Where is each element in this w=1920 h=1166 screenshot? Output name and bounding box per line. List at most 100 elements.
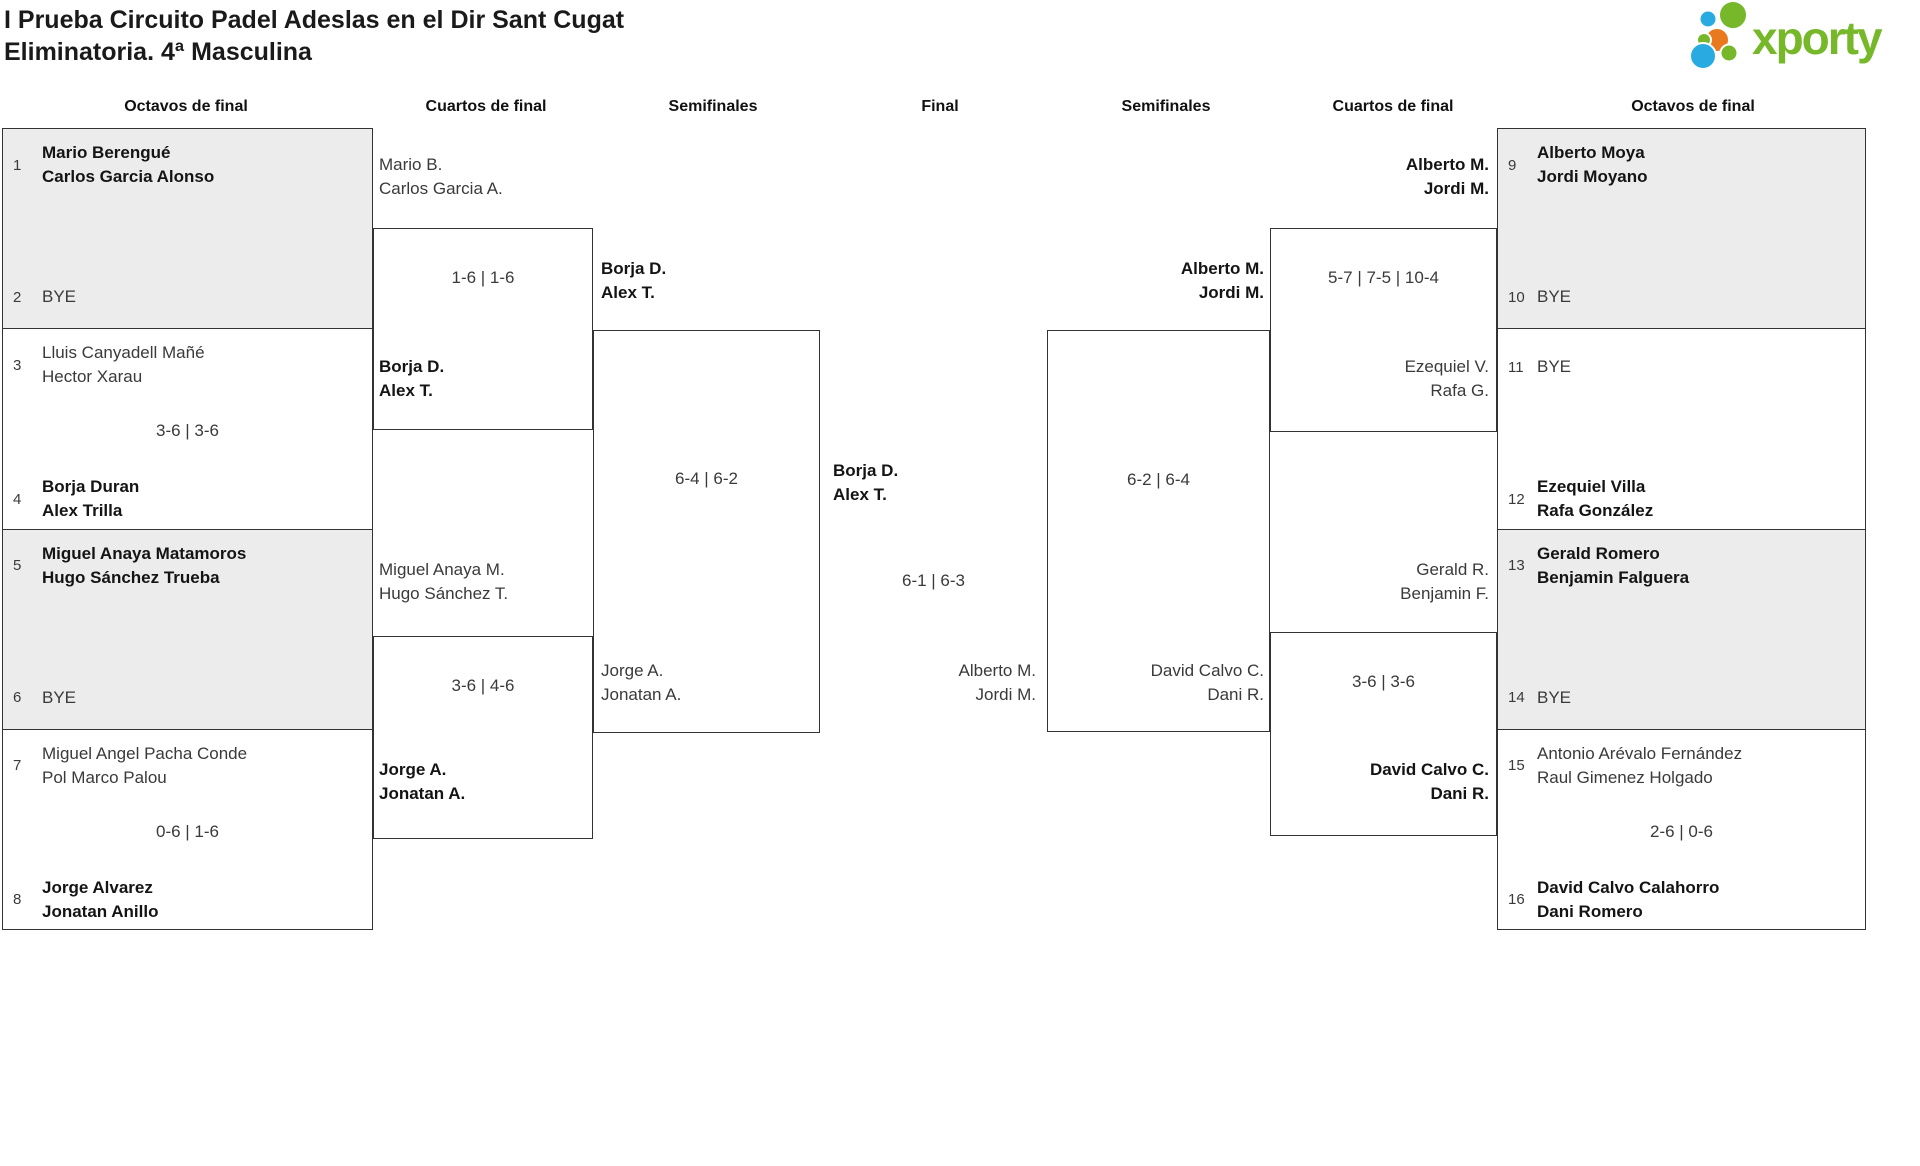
semifinal-left-score: 6-4 | 6-2 — [674, 469, 738, 488]
round-header-semis-left: Semifinales — [668, 98, 758, 115]
semifinal-right-team-bottom: David Calvo C.Dani R. — [1150, 661, 1264, 704]
match-score: 0-6 | 1-6 — [155, 821, 219, 841]
page-title: I Prueba Circuito Padel Adeslas en el Di… — [4, 6, 625, 34]
cuartos-right-2-score: 3-6 | 3-6 — [1351, 672, 1415, 691]
cuartos-right-1-score: 5-7 | 7-5 | 10-4 — [1328, 268, 1439, 287]
round-header-cuartos-left: Cuartos de final — [425, 98, 547, 115]
match-box-semifinal-left[interactable] — [593, 330, 820, 733]
semifinal-right-score: 6-2 | 6-4 — [1126, 470, 1190, 489]
round-header-octavos-right: Octavos de final — [1631, 98, 1755, 115]
team-names: BYE — [42, 287, 77, 306]
xporty-logo-text: xporty — [1752, 12, 1883, 64]
match-box-cuartos-right-1[interactable] — [1270, 228, 1497, 432]
seed-number: 13 — [1508, 557, 1525, 574]
match-box-cuartos-left-1[interactable] — [373, 228, 593, 430]
seed-number: 9 — [1508, 156, 1517, 174]
final-team-bottom: Alberto M.Jordi M. — [958, 661, 1036, 704]
seed-number: 12 — [1508, 490, 1525, 508]
seed-number: 1 — [13, 156, 22, 174]
team-names: BYE — [1537, 287, 1572, 306]
match-box-cuartos-right-2[interactable] — [1270, 632, 1497, 836]
team-names: BYE — [42, 687, 77, 707]
cuartos-left-1-score: 1-6 | 1-6 — [451, 268, 515, 287]
cuartos-right-2-team-bottom: David Calvo C.Dani R. — [1369, 760, 1489, 803]
final-score: 6-1 | 6-3 — [901, 571, 965, 590]
round-header-octavos-left: Octavos de final — [124, 98, 248, 115]
cuartos-right-1-team-bottom: Ezequiel V.Rafa G. — [1404, 357, 1489, 400]
semifinal-right-team-top: Alberto M.Jordi M. — [1180, 259, 1264, 302]
team-names: BYE — [1537, 357, 1572, 377]
seed-number: 3 — [13, 356, 22, 374]
seed-number: 4 — [13, 490, 22, 508]
cuartos-right-2-team-top: Gerald R.Benjamin F. — [1400, 560, 1489, 603]
round-header-semis-right: Semifinales — [1121, 98, 1211, 115]
cuartos-left-2-team-top: Miguel Anaya M.Hugo Sánchez T. — [379, 560, 509, 603]
cuartos-left-2-team-bottom: Jorge A.Jonatan A. — [379, 760, 466, 803]
round-header-final: Final — [921, 98, 959, 115]
team-slot-seed-10: 10 BYE — [1508, 285, 1859, 309]
match-box-cuartos-left-2[interactable] — [373, 636, 593, 839]
seed-number: 6 — [13, 689, 22, 706]
team-slot-seed-6: 6 BYE — [13, 686, 366, 710]
match-score: 3-6 | 3-6 — [155, 421, 219, 441]
cuartos-left-2-score: 3-6 | 4-6 — [451, 676, 515, 695]
team-names: BYE — [1537, 687, 1572, 707]
seed-number: 11 — [1508, 358, 1524, 376]
team-slot-seed-2: 2 BYE — [13, 285, 366, 309]
cuartos-left-1-team-bottom: Borja D.Alex T. — [379, 357, 445, 400]
round-header-cuartos-right: Cuartos de final — [1332, 98, 1454, 115]
xporty-logo-icon — [1689, 0, 1748, 70]
seed-number: 14 — [1508, 689, 1525, 706]
match-box-semifinal-right[interactable] — [1047, 330, 1270, 732]
seed-number: 16 — [1508, 891, 1525, 909]
seed-number: 10 — [1508, 288, 1525, 306]
team-slot-seed-14: 14 BYE — [1508, 686, 1859, 710]
match-score: 2-6 | 0-6 — [1649, 821, 1713, 841]
cuartos-right-1-team-top: Alberto M.Jordi M. — [1405, 155, 1489, 198]
page-subtitle: Eliminatoria. 4ª Masculina — [4, 38, 312, 66]
semifinal-left-team-bottom: Jorge A.Jonatan A. — [601, 661, 682, 704]
seed-number: 5 — [13, 557, 22, 574]
team-slot-seed-11: 11 BYE — [1508, 355, 1859, 379]
seed-number: 7 — [13, 757, 22, 775]
seed-number: 2 — [13, 288, 22, 306]
final-team-top: Borja D.Alex T. — [833, 461, 899, 504]
seed-number: 8 — [13, 891, 22, 909]
xporty-logo[interactable]: xporty — [1686, 0, 1916, 72]
seed-number: 15 — [1508, 757, 1525, 775]
semifinal-left-team-top: Borja D.Alex T. — [601, 259, 667, 302]
